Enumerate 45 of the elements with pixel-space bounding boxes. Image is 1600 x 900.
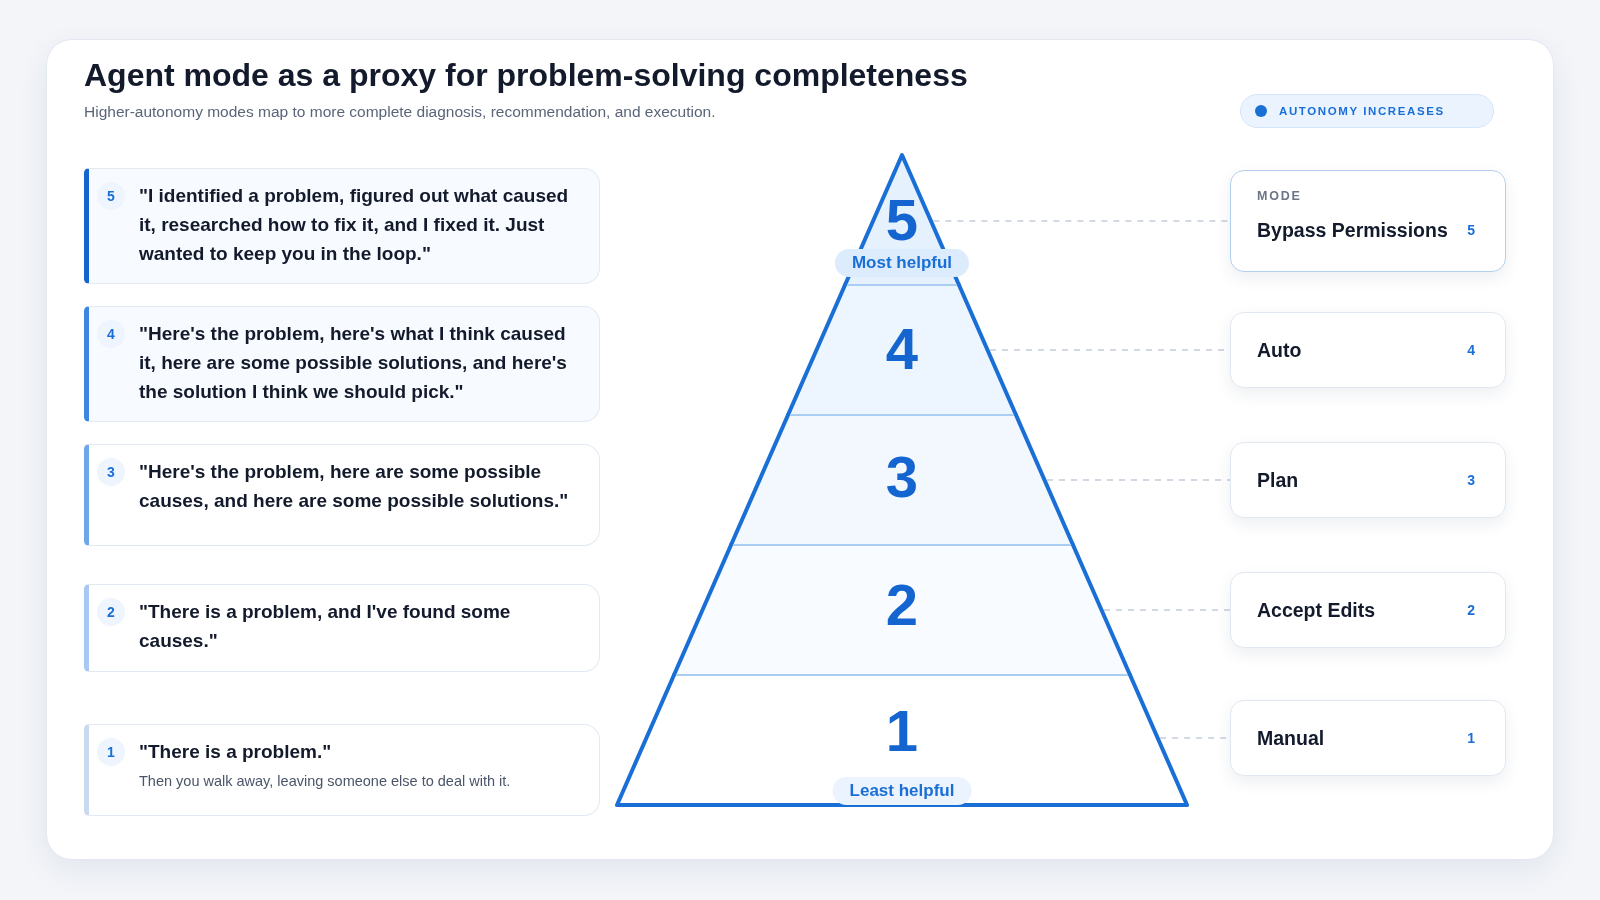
quote-text: "There is a problem, and I've found some causes."	[139, 600, 512, 653]
step-number: 3	[97, 458, 125, 486]
mode-card	[1230, 170, 1506, 272]
pyramid-tier	[612, 671, 1191, 809]
subtitle: Higher-autonomy modes map to more complete diagnosis, recommendation, and execution.	[84, 102, 716, 122]
mode-name: Accept Edits	[1257, 598, 1376, 623]
mode-name: Plan	[1257, 468, 1299, 493]
step-number: 1	[97, 738, 125, 766]
legend-text: AUTONOMY INCREASES	[1279, 104, 1445, 119]
mode-card	[1230, 312, 1506, 388]
note-text: Then you walk away, leaving someone else to deal with it.	[139, 772, 512, 791]
tier-number: 2	[885, 576, 919, 634]
diagram-title: Agent mode as a proxy for problem-solving completeness	[84, 56, 968, 94]
helpfulness-tag: Most helpful	[834, 249, 970, 277]
column-heading: MODE	[1257, 188, 1302, 204]
tier-number: 4	[885, 320, 919, 378]
mode-name: Manual	[1257, 726, 1325, 751]
mode-name: Auto	[1257, 338, 1302, 363]
quote-text: "Here's the problem, here are some possible causes, and here are some possible solutions."	[139, 460, 570, 513]
tier-number: 3	[885, 448, 919, 506]
mode-number: 2	[1467, 601, 1475, 620]
step-number: 2	[97, 598, 125, 626]
quote-text: "Here's the problem, here's what I think caused it, here are some possible solutions, and here's the solution I think we should pick."	[139, 322, 568, 404]
mode-card	[1230, 442, 1506, 518]
quote-card	[84, 306, 600, 422]
dashed-connector	[1046, 479, 1231, 481]
mode-card	[1230, 700, 1506, 776]
tier-number: 5	[885, 191, 919, 249]
dashed-connector	[1103, 609, 1231, 611]
mode-number: 1	[1467, 729, 1475, 748]
quote-card	[84, 168, 600, 284]
quote-card	[84, 584, 600, 672]
mode-name: Bypass Permissions	[1257, 218, 1448, 243]
quote-text: "There is a problem."	[139, 740, 333, 764]
quote-card	[84, 444, 600, 546]
step-number: 5	[97, 182, 125, 210]
mode-number: 3	[1467, 471, 1475, 490]
mode-number: 4	[1467, 341, 1475, 360]
quote-text: "I identified a problem, figured out what caused it, researched how to fix it, and I fixed it. Just wanted to keep you in the loop."	[139, 184, 570, 266]
quote-card	[84, 724, 600, 816]
helpfulness-tag: Least helpful	[832, 777, 972, 805]
tier-number: 1	[885, 702, 919, 760]
step-number: 4	[97, 320, 125, 348]
mode-number: 5	[1467, 221, 1475, 240]
mode-card	[1230, 572, 1506, 648]
